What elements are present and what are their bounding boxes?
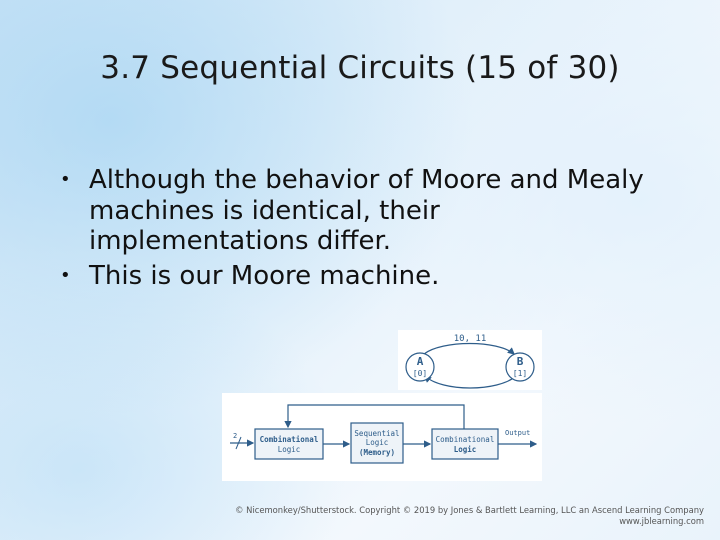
state-diagram: 10, 11 A [0] B [1] [405, 334, 535, 389]
transition-arrow-a-to-b [423, 342, 515, 355]
logic-block-diagram: 2 Combinational Logic Sequential Logic (… [230, 404, 538, 464]
state-b-node [505, 352, 535, 382]
bullet-line: machines is identical, their [89, 195, 440, 226]
state-b-output: [1] [513, 369, 527, 378]
bullet-dot-icon: • [60, 169, 71, 190]
bullet-line: This is our Moore machine. [89, 260, 440, 291]
state-a-output: [0] [413, 369, 427, 378]
slide-title: 3.7 Sequential Circuits (15 of 30) [100, 50, 620, 86]
logic-block-figure: 2 Combinational Logic Sequential Logic (… [222, 393, 542, 481]
state-diagram-figure: 10, 11 A [0] B [1] [398, 330, 542, 390]
block-label: Logic [278, 445, 301, 454]
sequential-logic-block [350, 422, 404, 464]
state-a-node [405, 352, 435, 382]
block-label: Combinational [436, 435, 495, 444]
block-label: Logic [366, 438, 389, 447]
state-a-name: A [417, 355, 424, 368]
bullet-item: • Although the behavior of Moore and Mea… [60, 165, 700, 257]
block-label: Logic [454, 445, 477, 454]
input-mark: 2 [233, 432, 237, 440]
transition-label: 10, 11 [454, 334, 487, 344]
block-label: Sequential [354, 429, 399, 438]
combinational-logic-block [254, 428, 324, 460]
bullet-list: • Although the behavior of Moore and Mea… [60, 165, 700, 295]
feedback-line [284, 404, 465, 429]
copyright-footer: © Nicemonkey/Shutterstock. Copyright © 2… [235, 505, 704, 527]
block-label: Combinational [260, 435, 319, 444]
transition-arrow-b-to-a [424, 375, 517, 389]
state-b-name: B [517, 355, 524, 368]
output-combinational-logic-block [431, 428, 499, 460]
copyright-text: © Nicemonkey/Shutterstock. Copyright © 2… [235, 505, 704, 515]
output-label: Output [505, 429, 530, 437]
website-text: www.jblearning.com [619, 516, 704, 526]
bullet-dot-icon: • [60, 264, 71, 286]
bus-slash [235, 436, 242, 450]
bullet-item: • This is our Moore machine. [60, 261, 700, 292]
bullet-line: implementations differ. [89, 226, 392, 256]
bullet-line: Although the behavior of Moore and Mealy [89, 165, 644, 195]
block-label: (Memory) [359, 448, 395, 457]
